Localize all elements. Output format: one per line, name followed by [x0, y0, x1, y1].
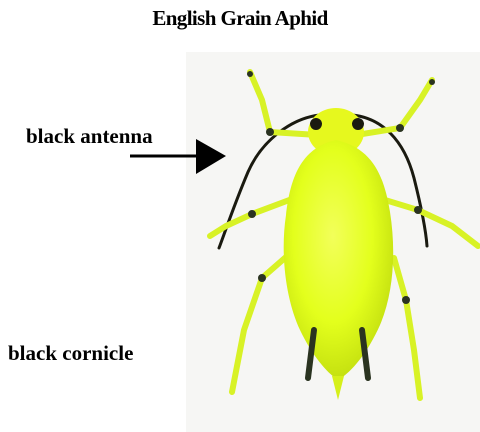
hind-left-leg — [232, 250, 294, 392]
front-left-leg — [250, 72, 318, 135]
left-eye — [310, 118, 322, 130]
pointer-arrow — [130, 139, 226, 174]
aphid-cauda — [332, 376, 344, 400]
front-right-leg — [356, 80, 432, 135]
aphid-body — [284, 140, 394, 380]
right-eye — [352, 118, 364, 130]
hind-right-leg — [394, 258, 420, 398]
